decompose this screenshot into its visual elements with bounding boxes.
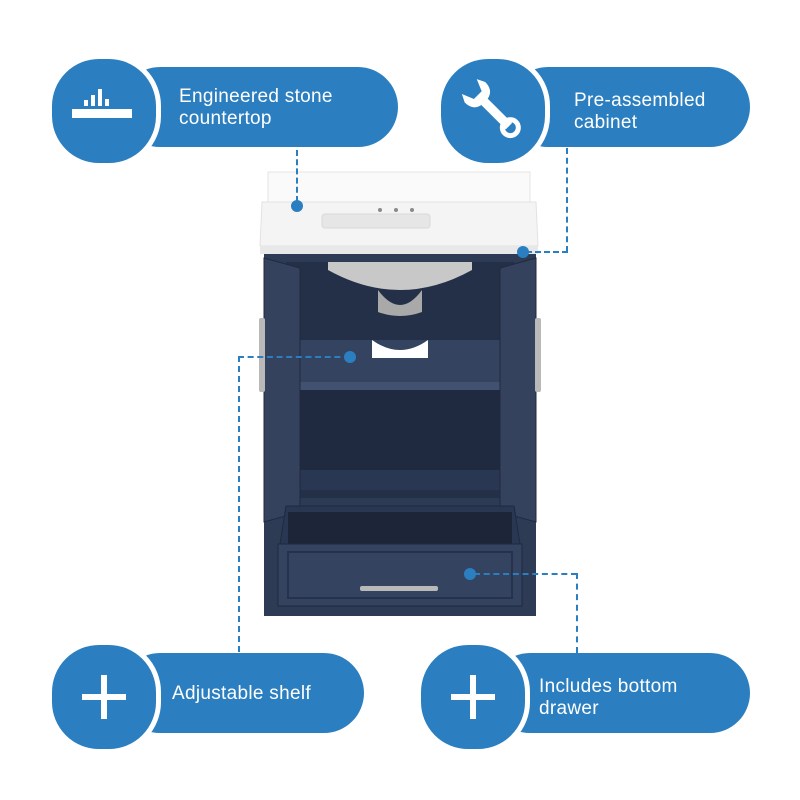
connector-dot-cabinet [517, 246, 529, 258]
connector-line-shelf-v [238, 356, 240, 652]
feature-icon-badge-drawer [416, 640, 530, 754]
connector-line-shelf-h [238, 356, 350, 358]
countertop [259, 171, 539, 254]
connector-line-countertop [296, 150, 298, 202]
connector-line-drawer-h [474, 573, 577, 575]
feature-callout-drawer [490, 653, 750, 733]
connector-dot-countertop [291, 200, 303, 212]
connector-line-drawer-v [576, 573, 578, 653]
feature-icon-badge-shelf [47, 640, 161, 754]
feature-label-countertop: Engineered stone countertop [179, 86, 333, 129]
wrench-icon [461, 79, 521, 139]
countertop-icon [72, 89, 132, 118]
feature-label-cabinet: Pre-assembled cabinet [574, 90, 706, 133]
connector-line-cabinet-v [566, 148, 568, 252]
connector-dot-shelf [344, 351, 356, 363]
feature-icon-badge-countertop [47, 54, 161, 168]
feature-icon-badge-cabinet [436, 54, 550, 168]
plus-icon [82, 675, 126, 719]
connector-line-cabinet-h [526, 251, 568, 253]
cabinet-body [259, 254, 541, 616]
connector-dot-drawer [464, 568, 476, 580]
feature-label-shelf: Adjustable shelf [172, 683, 311, 704]
feature-label-drawer: Includes bottom drawer [539, 676, 678, 719]
feature-callout-countertop [120, 67, 398, 147]
plus-icon [451, 675, 495, 719]
